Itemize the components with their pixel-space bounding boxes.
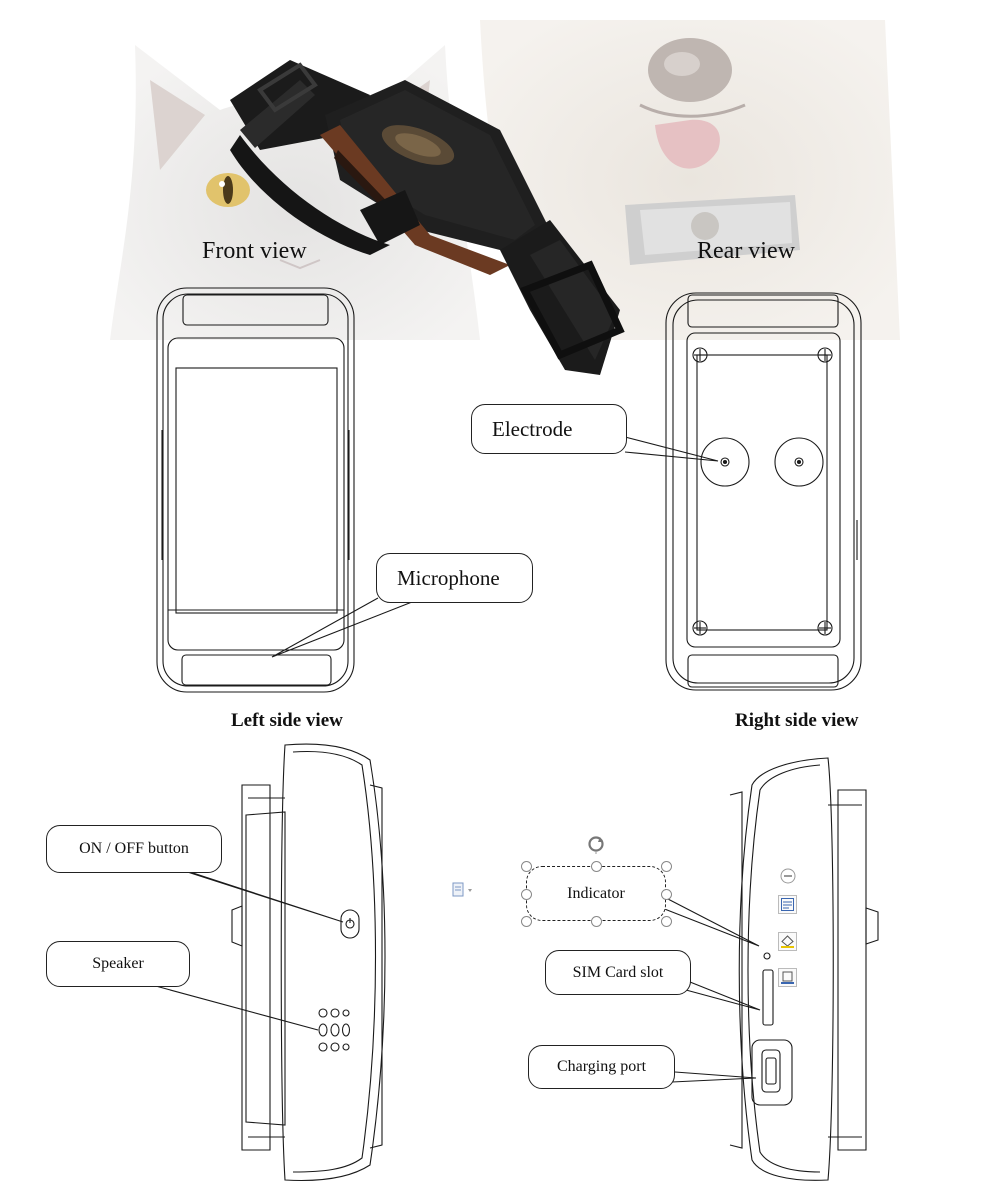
power-button-drawing: [340, 909, 360, 939]
charging-port-drawing: [751, 1039, 793, 1106]
rear-screws: [692, 347, 833, 636]
minus-icon[interactable]: [778, 866, 798, 886]
on-off-button-callout: ON / OFF button: [46, 825, 222, 873]
resize-handle-se[interactable]: [661, 916, 672, 927]
microphone-callout: Microphone: [376, 553, 533, 603]
resize-handle-e[interactable]: [661, 889, 672, 900]
fill-icon[interactable]: [778, 932, 797, 951]
resize-handle-ne[interactable]: [661, 861, 672, 872]
front-view-title: Front view: [202, 238, 307, 264]
resize-handle-sw[interactable]: [521, 916, 532, 927]
resize-handle-s[interactable]: [591, 916, 602, 927]
document-icon[interactable]: [452, 882, 476, 898]
outline-icon[interactable]: [778, 968, 797, 987]
rear-view-title: Rear view: [697, 238, 795, 264]
left-side-view-title: Left side view: [231, 710, 343, 731]
resize-handle-n[interactable]: [591, 861, 602, 872]
electrode-callout: Electrode: [471, 404, 627, 454]
indicator-callout[interactable]: Indicator: [526, 866, 666, 921]
layout-options-icon[interactable]: [778, 895, 797, 914]
electrode-right: [774, 437, 824, 487]
dog-photo: [480, 20, 900, 340]
rotate-handle-icon[interactable]: [586, 834, 606, 854]
sim-slot-drawing: [762, 969, 774, 1026]
speaker-holes: [318, 1008, 351, 1052]
left-side-view-drawing: [231, 743, 386, 1182]
right-side-view-title: Right side view: [735, 710, 859, 731]
callout-leaders: [151, 436, 761, 1083]
sim-card-slot-callout: SIM Card slot: [545, 950, 691, 995]
charging-port-callout: Charging port: [528, 1045, 675, 1089]
front-view-drawing: [156, 287, 355, 693]
indicator-led: [763, 952, 771, 960]
resize-handle-w[interactable]: [521, 889, 532, 900]
electrode-left: [700, 437, 750, 487]
speaker-callout: Speaker: [46, 941, 190, 987]
resize-handle-nw[interactable]: [521, 861, 532, 872]
right-side-view-drawing: [729, 757, 879, 1181]
rear-view-drawing: [665, 292, 862, 691]
